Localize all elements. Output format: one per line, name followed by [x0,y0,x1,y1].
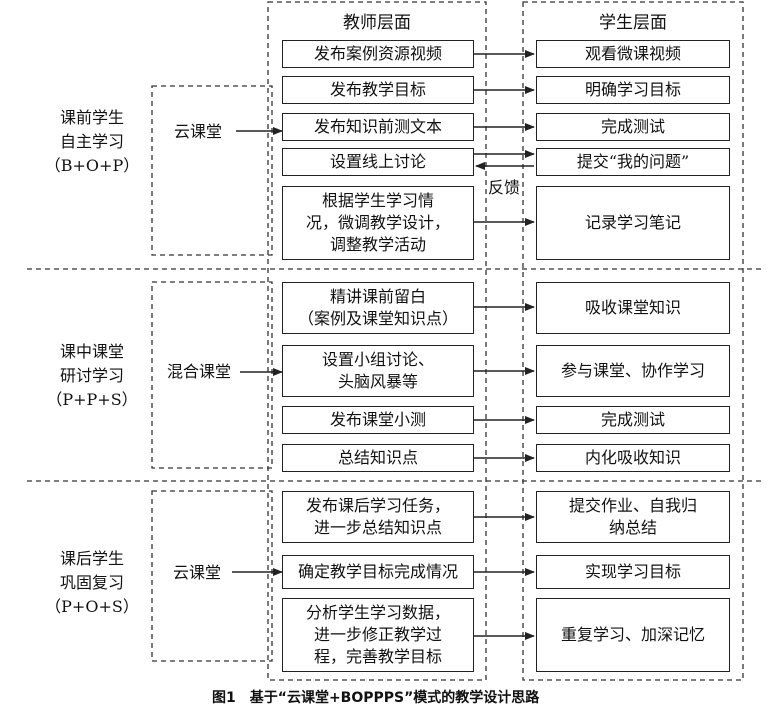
feedback-label: 反馈 [487,178,520,197]
student-item: 记录学习笔记 [536,186,730,260]
stage-label-3: 课后学生 巩固复习 （P+O+S） [45,549,139,616]
student-item: 观看微课视频 [536,40,730,68]
teacher-column-border [267,1,487,681]
teacher-item: 发布课后学习任务， 进一步总结知识点 [282,491,474,543]
teacher-item: 发布教学目标 [282,76,474,104]
student-item: 完成测试 [536,113,730,141]
student-item: 参与课堂、协作学习 [536,345,730,397]
stage-label-2: 课中课堂 研讨学习 （P+P+S） [46,342,138,409]
platform-label-2: 混合课堂 [166,362,231,381]
student-column-header: 学生层面 [599,13,667,33]
teacher-item: 精讲课前留白 （案例及课堂知识点） [282,282,474,334]
figure-caption: 图1 基于“云课堂+BOPPPS”模式的教学设计思路 [212,690,540,706]
student-item: 明确学习目标 [536,76,730,104]
student-item: 内化吸收知识 [536,444,730,472]
teacher-item: 发布课堂小测 [282,406,474,434]
teacher-column-header: 教师层面 [343,13,411,33]
student-item: 完成测试 [536,406,730,434]
teacher-item: 根据学生学习情 况，微调教学设计， 调整教学活动 [282,186,474,260]
platform-box-1 [151,85,273,256]
student-item: 重复学习、加深记忆 [536,598,730,672]
teacher-item: 设置线上讨论 [282,148,474,176]
student-item: 实现学习目标 [536,555,730,589]
teacher-item: 发布案例资源视频 [282,40,474,68]
platform-label-3: 云课堂 [172,563,221,582]
teacher-item: 总结知识点 [282,444,474,472]
student-item: 吸收课堂知识 [536,282,730,334]
platform-box-3 [151,490,273,662]
student-item: 提交作业、自我归 纳总结 [536,491,730,543]
student-column-border [522,1,744,681]
stage-label-1: 课前学生 自主学习 （B+O+P） [44,108,140,175]
student-item: 提交“我的问题” [536,148,730,176]
teacher-item: 确定教学目标完成情况 [282,555,474,589]
platform-label-1: 云课堂 [173,122,222,141]
teacher-item: 分析学生学习数据， 进一步修正教学过 程，完善教学目标 [282,598,474,672]
teacher-item: 设置小组讨论、 头脑风暴等 [282,345,474,397]
teacher-item: 发布知识前测文本 [282,113,474,141]
